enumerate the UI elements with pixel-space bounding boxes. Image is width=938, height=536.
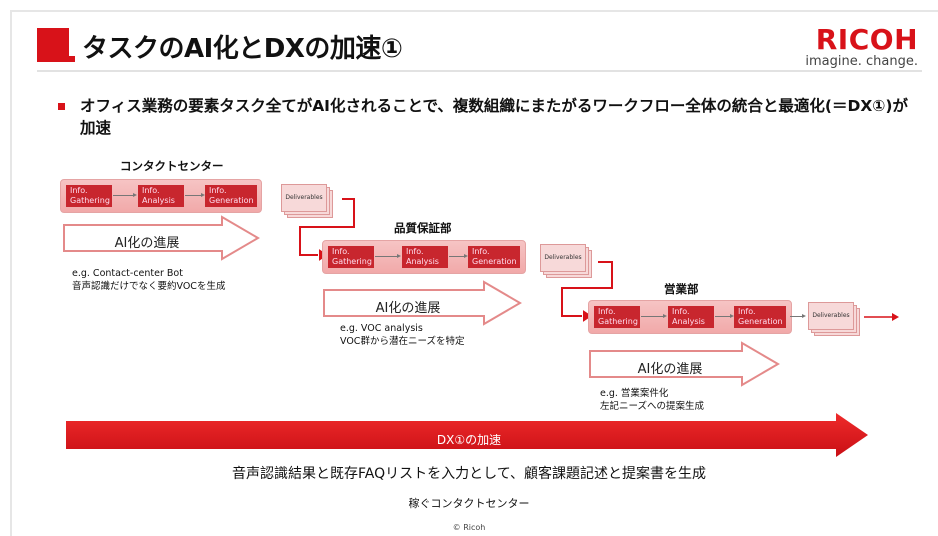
process-flow: Info.Gathering Info.Analysis Info.Genera… xyxy=(322,240,526,274)
title-accent-square xyxy=(37,28,75,62)
output-arrow xyxy=(864,313,899,321)
ai-progress-label: AI化の進展 xyxy=(375,301,441,316)
ai-progress-label: AI化の進展 xyxy=(637,362,703,377)
connector-arrow xyxy=(715,314,734,318)
process-flow: Info.Gathering Info.Analysis Info.Genera… xyxy=(60,179,262,213)
handoff-arrow xyxy=(561,261,613,322)
summary-text: 音声認識結果と既存FAQリストを入力として、顧客課題記述と提案書を生成 xyxy=(232,466,706,482)
step-info-analysis: Info.Analysis xyxy=(668,306,714,328)
copyright: © Ricoh xyxy=(452,523,486,532)
example-title: e.g. VOC analysis xyxy=(340,323,423,334)
connector-arrow xyxy=(790,314,806,318)
frame-top-border xyxy=(10,10,938,12)
connector-arrow xyxy=(641,314,667,318)
step-info-analysis: Info.Analysis xyxy=(402,246,448,268)
step-info-analysis: Info.Analysis xyxy=(138,185,184,207)
deliverables-label: Deliverables xyxy=(808,302,854,330)
connector-arrow xyxy=(449,254,468,258)
ricoh-logo: RICOH xyxy=(815,23,918,56)
step-info-generation: Info.Generation xyxy=(468,246,520,268)
ai-progress-arrow xyxy=(63,215,260,261)
ai-progress-label: AI化の進展 xyxy=(114,236,180,251)
slide-title: タスクのAI化とDXの加速① xyxy=(82,34,403,64)
department-name: 品質保証部 xyxy=(394,221,452,235)
main-bullet-text: オフィス業務の要素タスク全てがAI化されることで、複数組織にまたがるワークフロー… xyxy=(80,97,908,137)
connector-arrow xyxy=(113,193,137,197)
dx-acceleration-label: DX①の加速 xyxy=(436,433,502,447)
step-info-generation: Info.Generation xyxy=(734,306,786,328)
connector-arrow xyxy=(185,193,205,197)
step-info-gathering: Info.Gathering xyxy=(66,185,112,207)
example-title: e.g. 営業案件化 xyxy=(600,388,669,399)
example-description: 左記ニーズへの提案生成 xyxy=(600,401,705,412)
deliverables-label: Deliverables xyxy=(281,184,327,212)
frame-left-border xyxy=(10,10,12,536)
ai-progress-arrow xyxy=(323,280,522,326)
dx-acceleration-arrow xyxy=(66,413,868,457)
example-description: VOC群から潜在ニーズを特定 xyxy=(340,336,465,347)
bullet-marker xyxy=(58,103,65,110)
step-info-gathering: Info.Gathering xyxy=(328,246,374,268)
department-name: コンタクトセンター xyxy=(120,159,224,173)
step-info-gathering: Info.Gathering xyxy=(594,306,640,328)
brand-block: RICOH imagine. change. xyxy=(805,23,918,70)
deliverables-label: Deliverables xyxy=(540,244,586,272)
step-info-generation: Info.Generation xyxy=(205,185,257,207)
summary-subtext: 稼ぐコンタクトセンター xyxy=(408,497,530,510)
example-description: 音声認識だけでなく要約VOCを生成 xyxy=(72,281,226,292)
example-title: e.g. Contact-center Bot xyxy=(72,268,183,279)
brand-tagline: imagine. change. xyxy=(805,54,918,69)
process-flow: Info.Gathering Info.Analysis Info.Genera… xyxy=(588,300,792,334)
title-divider xyxy=(37,70,922,72)
ai-progress-arrow xyxy=(589,341,780,387)
department-name: 営業部 xyxy=(664,282,699,296)
connector-arrow xyxy=(375,254,401,258)
